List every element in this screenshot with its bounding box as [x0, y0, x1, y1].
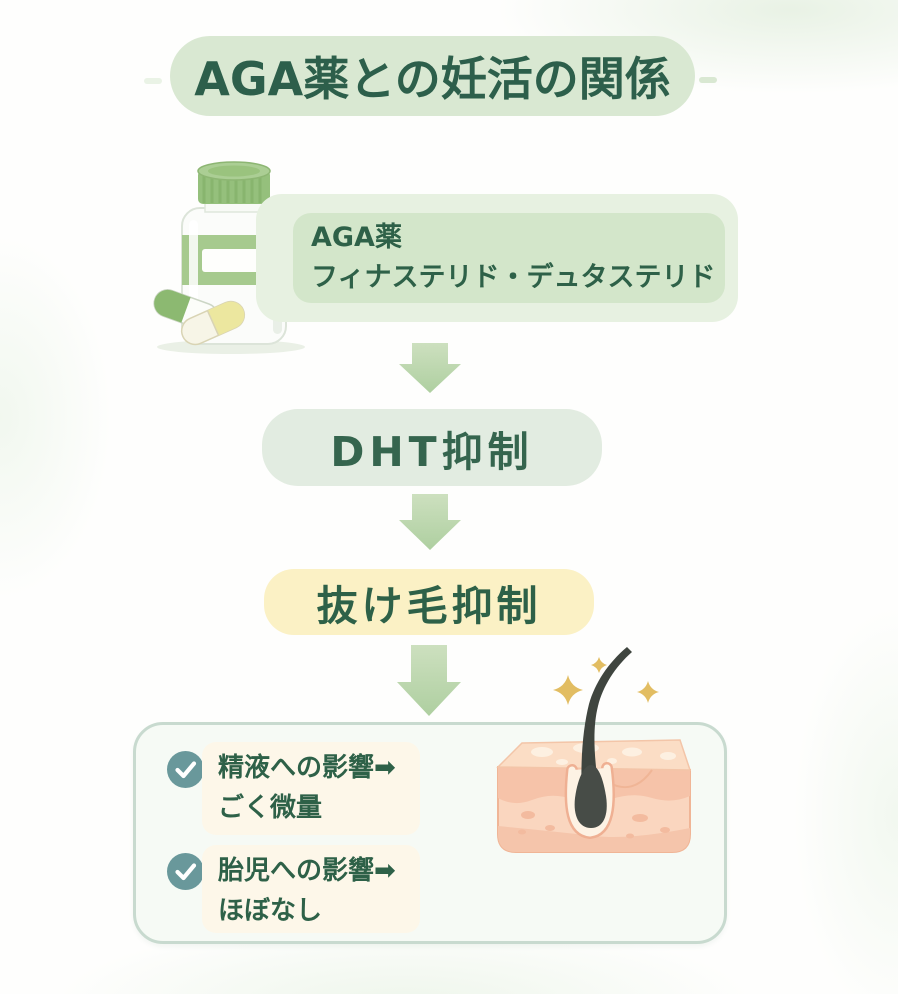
skin-hair-follicle-icon [496, 647, 692, 853]
result-item-fetus: 胎児への影響➡ ほぼなし [202, 845, 420, 933]
flow-step-hairloss: 抜け毛抑制 [264, 569, 594, 635]
down-arrow-icon [397, 645, 461, 716]
check-icon [167, 853, 204, 890]
medication-name: AGA薬 [311, 222, 402, 253]
result-value: ほぼなし [218, 896, 323, 926]
flow-step-dht: DHT抑制 [262, 409, 602, 486]
sparkle-icon [553, 657, 659, 705]
result-effect: 胎児への影響➡ [218, 856, 396, 886]
result-effect: 精液への影響➡ [218, 753, 396, 783]
page-title: AGA薬との妊活の関係 [170, 36, 695, 116]
result-value: ごく微量 [218, 793, 323, 823]
capsule-icon [153, 289, 246, 346]
medication-label: AGA薬 フィナステリド・デュタステリド [293, 213, 725, 303]
down-arrow-icon [399, 343, 461, 393]
decorative-dash-right [699, 77, 717, 83]
medication-drugs: フィナステリド・デュタステリド [311, 262, 716, 293]
decorative-dash-left [144, 78, 162, 84]
down-arrow-icon [399, 494, 461, 550]
result-item-semen: 精液への影響➡ ごく微量 [202, 742, 420, 835]
check-icon [167, 751, 204, 788]
